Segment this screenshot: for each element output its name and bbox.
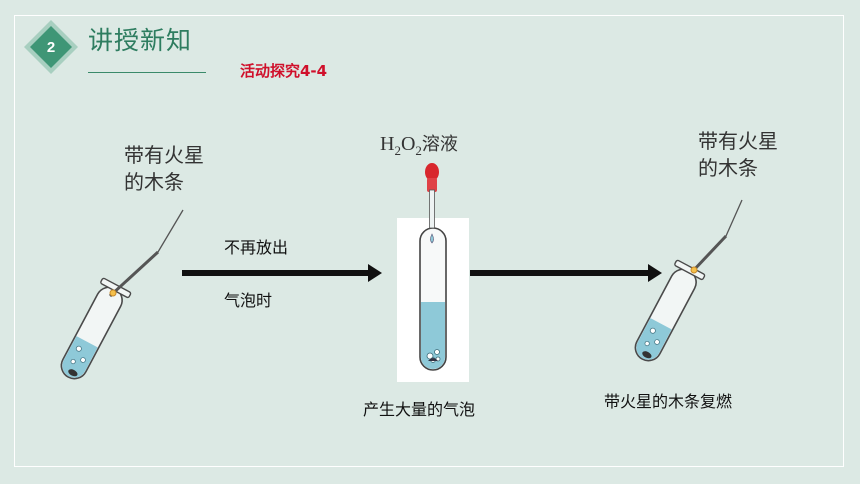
right-splint-label: 带有火星 的木条: [698, 129, 778, 180]
right-wooden-splint: [690, 199, 743, 274]
left-test-tube: [60, 277, 132, 380]
left-arrow: [182, 264, 382, 282]
condition-line1: 不再放出: [224, 238, 289, 257]
reagent-label: H2O2溶液: [380, 133, 458, 158]
section-number: 2: [46, 38, 56, 56]
activity-title: 活动探究4-4: [240, 62, 328, 80]
left-splint-label: 带有火星 的木条: [124, 143, 204, 194]
right-caption: 带火星的木条复燃: [604, 392, 733, 411]
right-test-tube: [634, 259, 706, 362]
dropper: [425, 163, 439, 244]
right-arrow: [470, 264, 662, 282]
section-title: 讲授新知: [88, 26, 193, 55]
middle-test-tube: [419, 227, 447, 371]
section-badge-diamond: [24, 20, 78, 74]
title-underline: [88, 72, 206, 73]
left-wooden-splint: [108, 209, 184, 298]
middle-caption: 产生大量的气泡: [363, 400, 476, 419]
slide-frame: [14, 15, 844, 467]
condition-line2: 气泡时: [224, 291, 273, 310]
